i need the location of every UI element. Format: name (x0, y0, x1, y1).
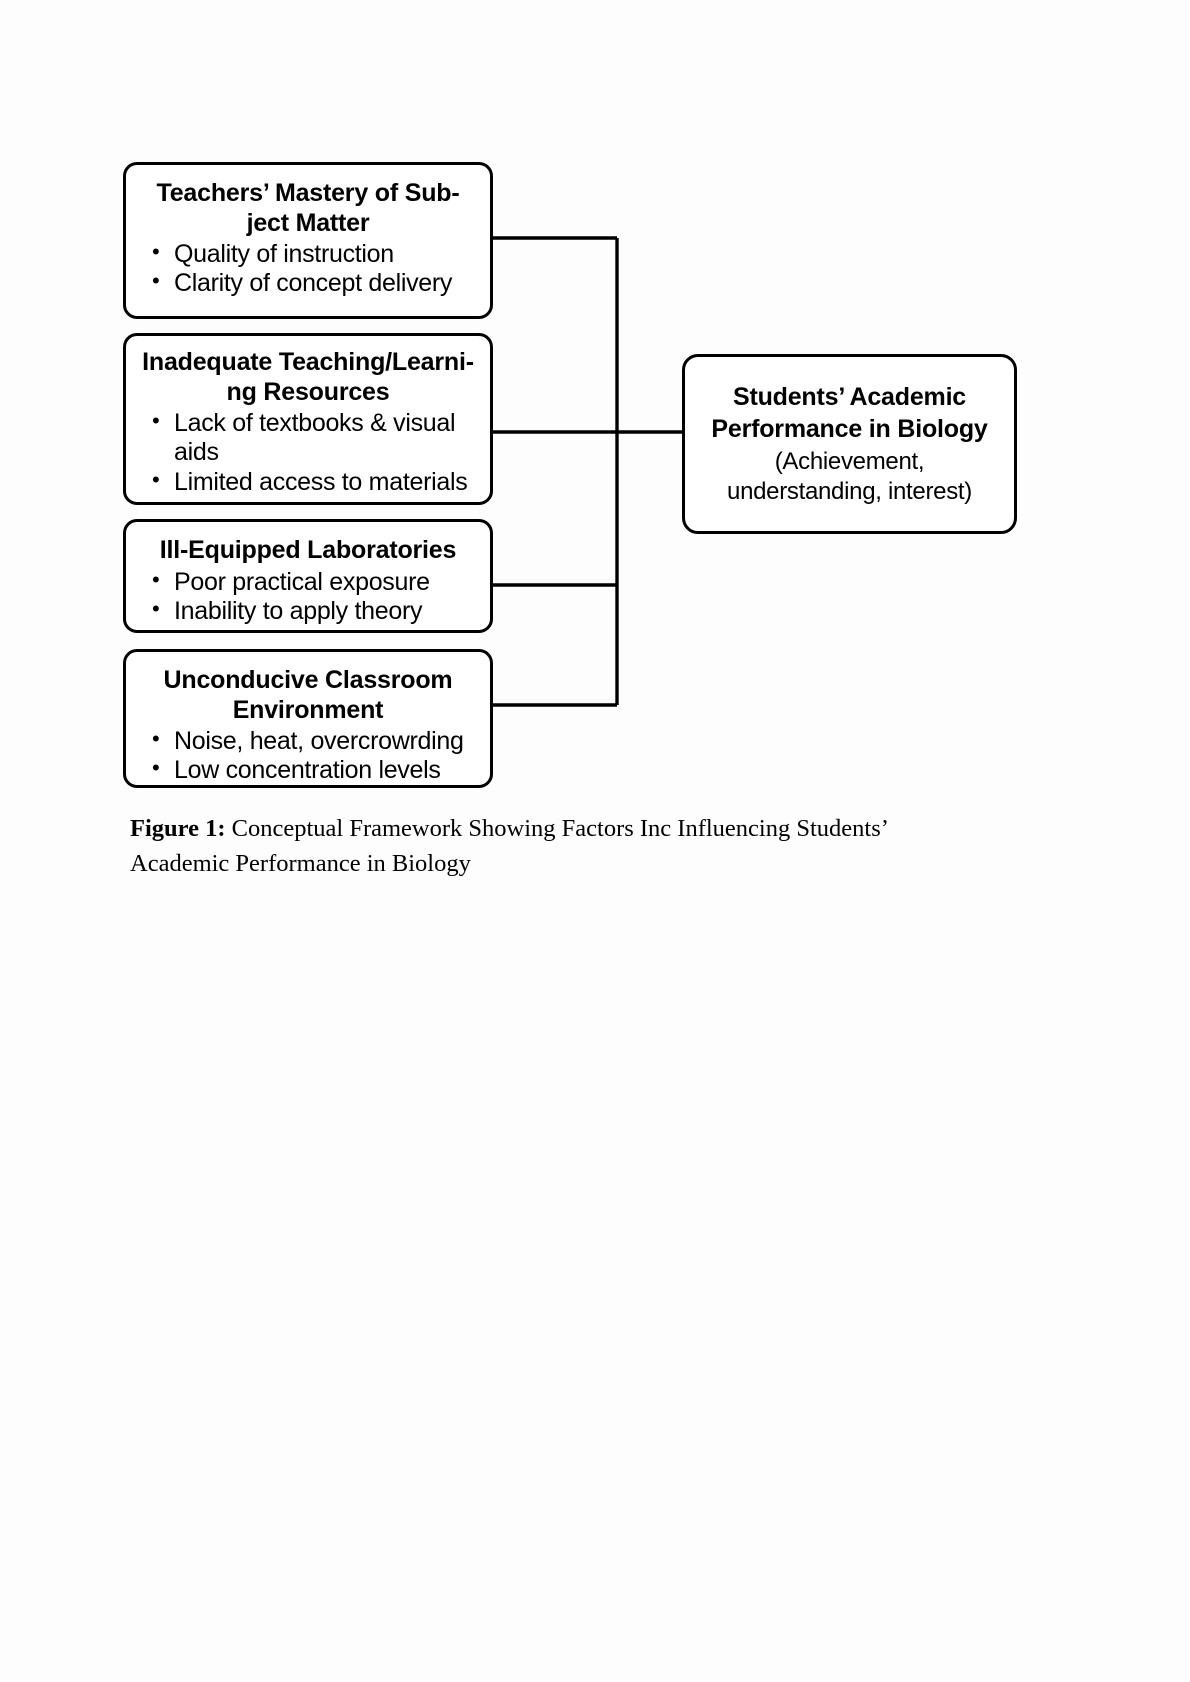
factor-bullets-laboratories: Poor practical exposure Inability to app… (140, 566, 476, 627)
outcome-title: Students’ Academic Performance in Biolog… (711, 381, 987, 445)
figure-caption-label: Figure 1: (130, 815, 226, 842)
outcome-title-line2: Performance in Biology (711, 414, 988, 443)
list-item: Poor practical exposure (140, 566, 476, 597)
figure-caption-text: Conceptual Framework Showing Factors Inc… (130, 815, 888, 877)
factor-title-laboratories: Ill-Equipped Laboratories (159, 536, 457, 564)
list-item: Quality of instruction (140, 239, 476, 269)
list-item: Clarity of concept delivery (140, 268, 476, 298)
outcome-subtitle: (Achievement, understanding, interest) (727, 447, 972, 507)
factor-box-classroom[interactable]: Unconducive Classroom Environment Noise,… (123, 649, 493, 788)
conceptual-framework-diagram: Teachers’ Mastery of Sub- ject Matter Qu… (0, 0, 1190, 820)
factor-title-resources: Inadequate Teaching/Learni- ng Resources (140, 348, 476, 407)
outcome-subtitle-line2: understanding, interest) (727, 478, 972, 505)
list-item: Low concentration levels (140, 755, 476, 785)
list-item: Limited access to materials (140, 466, 476, 497)
factor-box-resources[interactable]: Inadequate Teaching/Learni- ng Resources… (123, 333, 493, 505)
factor-title-classroom: Unconducive Classroom Environment (140, 666, 476, 725)
factor-bullets-classroom: Noise, heat, overcrowrding Low concentra… (140, 726, 476, 786)
factor-title-line2: ject Matter (246, 208, 370, 237)
factor-box-mastery[interactable]: Teachers’ Mastery of Sub- ject Matter Qu… (123, 162, 493, 319)
list-item: Inability to apply theory (140, 596, 476, 626)
list-item: Lack of textbooks & visual aids (140, 408, 476, 468)
factor-bullets-mastery: Quality of instruction Clarity of concep… (140, 239, 476, 299)
outcome-title-line1: Students’ Academic (732, 382, 967, 411)
outcome-subtitle-line1: (Achievement, (774, 447, 925, 475)
factor-title-line1: Teachers’ Mastery of Sub- (156, 179, 460, 207)
factor-bullets-resources: Lack of textbooks & visual aids Limited … (140, 408, 476, 497)
list-item: Noise, heat, overcrowrding (140, 726, 476, 756)
factor-title-line2: ng Resources (226, 377, 390, 406)
factor-box-laboratories[interactable]: Ill-Equipped Laboratories Poor practical… (123, 519, 493, 633)
figure-caption: Figure 1: Conceptual Framework Showing F… (130, 812, 970, 882)
factor-title-mastery: Teachers’ Mastery of Sub- ject Matter (140, 179, 476, 238)
factor-title-line2: Environment (232, 695, 384, 724)
outcome-box[interactable]: Students’ Academic Performance in Biolog… (682, 354, 1017, 534)
factor-title-line1: Inadequate Teaching/Learni- (142, 348, 474, 376)
factor-title-line1: Unconducive Classroom (163, 666, 453, 694)
